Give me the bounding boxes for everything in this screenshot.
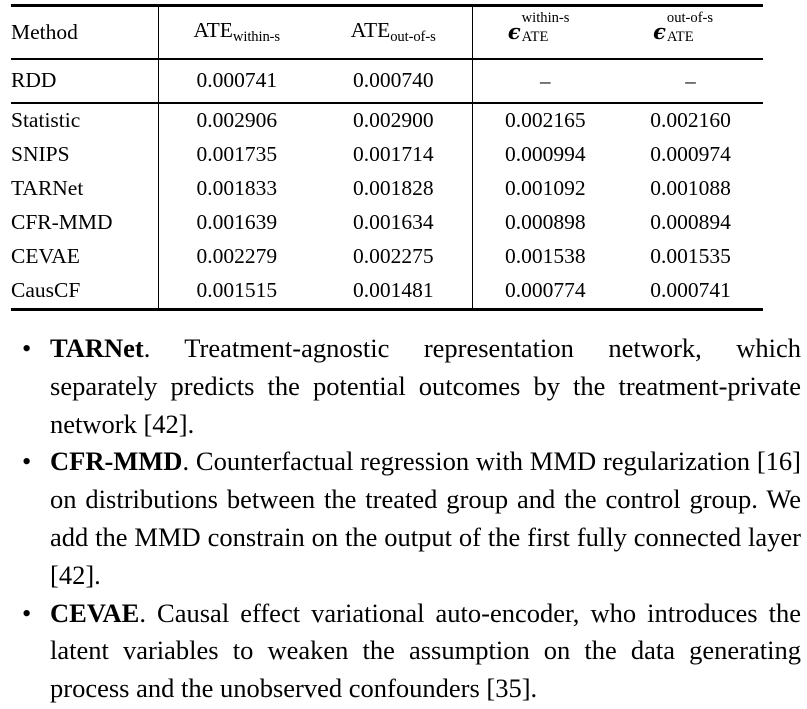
cell-method: CFR-MMD bbox=[11, 210, 113, 235]
cell-ate-out-of-s: 0.000740 bbox=[315, 58, 472, 103]
cell-eps-ate-within-s: – bbox=[471, 58, 618, 103]
cell-ate-out-of-s: 0.002900 bbox=[315, 102, 472, 138]
method-term: TARNet bbox=[50, 333, 144, 363]
bottom-rule-segment bbox=[472, 308, 618, 312]
list-item-content: TARNet. Treatment-agnostic representatio… bbox=[50, 333, 801, 439]
cell-ate-within-s: 0.001735 bbox=[157, 138, 315, 172]
method-term: CEVAE bbox=[50, 597, 140, 628]
bottom-rule-segment bbox=[158, 308, 315, 312]
table-row: RDD 0.000741 0.000740 – – bbox=[11, 58, 763, 103]
cell-ate-out-of-s: 0.001634 bbox=[352, 210, 434, 235]
table-foot bbox=[11, 308, 763, 312]
cell-ate-within-s: 0.002906 bbox=[157, 102, 315, 138]
table-row-highlighted: CausCF 0.001515 0.001481 0.000774 0.0007… bbox=[11, 274, 763, 310]
cell-eps-ate-out-of-s: – bbox=[618, 58, 763, 103]
cell-eps-ate-out-of-s: 0.001535 bbox=[650, 244, 731, 269]
column-header-ate-within-s-base: ATE bbox=[193, 18, 233, 43]
table-bottom-rule-row bbox=[11, 308, 763, 312]
column-header-ate-out-of-s-sub: out-of-s bbox=[390, 29, 436, 46]
table-row: SNIPS 0.001735 0.001714 0.000994 0.00097… bbox=[11, 138, 763, 172]
bottom-rule-segment bbox=[315, 308, 472, 312]
cell-eps-ate-within-s: 0.000774 bbox=[471, 274, 618, 310]
cell-ate-out-of-s: 0.001714 bbox=[352, 142, 434, 167]
table-body-models: Statistic 0.002906 0.002900 0.002165 0.0… bbox=[11, 102, 763, 310]
column-header-eps-ate-within-s-sup: within-s bbox=[521, 9, 570, 26]
column-header-eps-ate-out-of-s-sub: ATE bbox=[666, 28, 694, 45]
column-header-eps-ate-within-s-sub: ATE bbox=[521, 28, 549, 45]
cell-ate-out-of-s: 0.001481 bbox=[352, 278, 434, 303]
cell-eps-ate-out-of-s: 0.000894 bbox=[650, 210, 731, 235]
method-term: CFR-MMD bbox=[50, 446, 183, 477]
column-header-method-label: Method bbox=[11, 19, 78, 44]
column-header-method: Method bbox=[11, 4, 158, 59]
method-description-text: . Causal effect variational auto-encoder… bbox=[50, 597, 801, 704]
list-item: CEVAE. Causal effect variational auto-en… bbox=[0, 595, 807, 708]
cell-eps-ate-within-s: 0.000898 bbox=[471, 206, 618, 240]
column-header-eps-ate-out-of-s-sup: out-of-s bbox=[666, 9, 714, 26]
epsilon-symbol-icon: ϵ bbox=[507, 18, 521, 44]
cell-method: CausCF bbox=[11, 278, 81, 303]
cell-eps-ate-within-s: 0.001538 bbox=[471, 240, 618, 274]
cell-eps-ate-within-s: 0.001092 bbox=[471, 172, 618, 206]
method-description-list: TARNet. Treatment-agnostic representatio… bbox=[0, 330, 807, 708]
epsilon-symbol-icon: ϵ bbox=[653, 18, 666, 44]
bullet-point-icon bbox=[22, 595, 31, 604]
table-body-baseline: RDD 0.000741 0.000740 – – bbox=[11, 58, 763, 103]
cell-method: CEVAE bbox=[11, 244, 80, 269]
cell-ate-out-of-s: 0.001828 bbox=[352, 176, 434, 201]
cell-ate-within-s: 0.001639 bbox=[157, 206, 315, 240]
cell-eps-ate-out-of-s: 0.000741 bbox=[650, 278, 731, 303]
cell-ate-out-of-s: 0.002275 bbox=[352, 244, 434, 269]
cell-method: Statistic bbox=[11, 102, 158, 138]
bottom-rule-segment bbox=[11, 308, 158, 312]
table-row: CEVAE 0.002279 0.002275 0.001538 0.00153… bbox=[11, 240, 763, 274]
table-row: Statistic 0.002906 0.002900 0.002165 0.0… bbox=[11, 102, 763, 138]
bullet-point-icon bbox=[22, 443, 31, 452]
cell-eps-ate-out-of-s: 0.002160 bbox=[618, 102, 763, 138]
table-row: TARNet 0.001833 0.001828 0.001092 0.0010… bbox=[11, 172, 763, 206]
column-header-ate-out-of-s-base: ATE bbox=[350, 18, 391, 43]
method-description-text: . Treatment-agnostic representation netw… bbox=[50, 333, 801, 439]
cell-method: SNIPS bbox=[11, 142, 70, 167]
list-item: CFR-MMD. Counterfactual regression with … bbox=[0, 443, 807, 594]
list-item-content: CEVAE. Causal effect variational auto-en… bbox=[50, 598, 801, 704]
cell-ate-within-s: 0.002279 bbox=[157, 240, 315, 274]
cell-eps-ate-out-of-s: 0.001088 bbox=[650, 176, 731, 201]
cell-eps-ate-out-of-s: 0.000974 bbox=[650, 142, 731, 167]
cell-ate-within-s: 0.001833 bbox=[157, 172, 315, 206]
cell-eps-ate-within-s: 0.000994 bbox=[471, 138, 618, 172]
column-header-ate-within-s: ATEwithin-s bbox=[157, 4, 315, 59]
cell-method: RDD bbox=[11, 58, 158, 103]
cell-eps-ate-within-s: 0.002165 bbox=[471, 102, 618, 138]
column-header-ate-out-of-s: ATEout-of-s bbox=[315, 4, 472, 59]
column-header-ate-within-s-sub: within-s bbox=[232, 29, 280, 46]
cell-method: TARNet bbox=[11, 176, 84, 201]
cell-ate-within-s: 0.000741 bbox=[157, 58, 315, 103]
method-description-text: . Counterfactual regression with MMD reg… bbox=[50, 446, 801, 590]
list-item-content: CFR-MMD. Counterfactual regression with … bbox=[50, 446, 801, 589]
method-descriptions: TARNet. Treatment-agnostic representatio… bbox=[0, 330, 807, 708]
bullet-point-icon bbox=[22, 330, 31, 339]
bottom-rule-segment bbox=[618, 308, 763, 312]
cell-ate-within-s: 0.001515 bbox=[157, 274, 315, 310]
list-item: TARNet. Treatment-agnostic representatio… bbox=[0, 330, 807, 443]
table-row: CFR-MMD 0.001639 0.001634 0.000898 0.000… bbox=[11, 206, 763, 240]
